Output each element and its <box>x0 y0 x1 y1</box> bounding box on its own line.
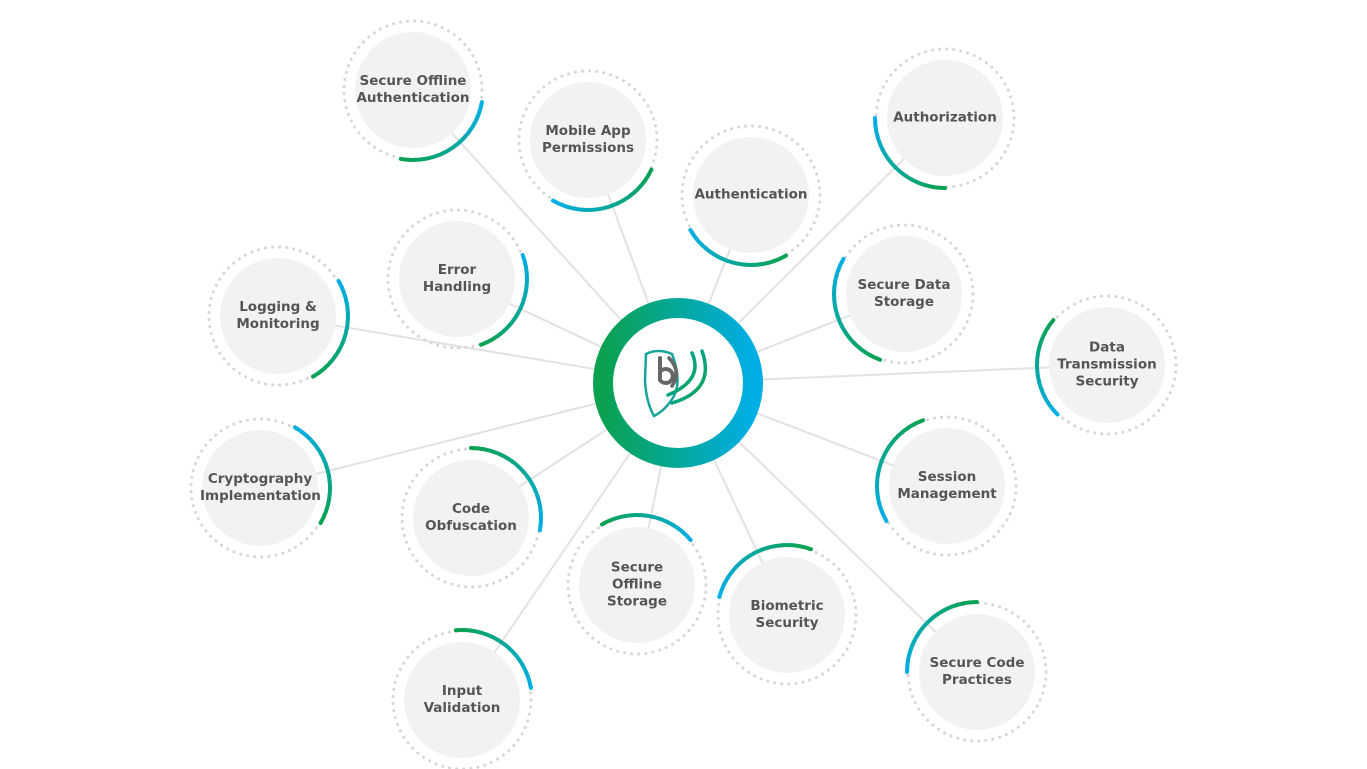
node-circle <box>355 32 471 148</box>
node-label: Authorization <box>893 109 997 126</box>
node-circle <box>889 428 1005 544</box>
topic-node <box>207 245 350 387</box>
dotted-ring <box>680 124 822 266</box>
topic-node <box>873 47 1016 190</box>
topic-node <box>1035 294 1178 436</box>
dotted-ring <box>906 601 1048 743</box>
dotted-ring <box>1036 294 1178 436</box>
topic-node <box>517 69 659 212</box>
node-label: Mobile App Permissions <box>541 123 635 156</box>
node-label: Secure Data Storage <box>857 277 951 310</box>
topic-node <box>832 223 975 365</box>
node-circle <box>1049 307 1165 423</box>
dotted-ring <box>874 47 1016 189</box>
topic-node <box>680 124 822 267</box>
topic-node <box>566 513 708 656</box>
progress-arc <box>717 543 813 599</box>
node-label: Authentication <box>694 186 808 203</box>
node-circle <box>846 236 962 352</box>
topic-node <box>905 600 1048 743</box>
progress-arc <box>600 513 693 543</box>
node-circle <box>413 460 529 576</box>
dotted-ring <box>876 415 1018 557</box>
center-hub <box>593 298 763 468</box>
topic-node <box>400 446 543 589</box>
progress-arc <box>875 418 926 523</box>
topic-node <box>189 417 332 559</box>
node-circle <box>220 258 336 374</box>
node-label: Error Handling <box>422 262 492 295</box>
dotted-ring <box>391 629 533 769</box>
node-label: Cryptography Implementation <box>200 471 321 504</box>
node-label: Data Transmission Security <box>1057 339 1157 390</box>
node-label: Logging & Monitoring <box>236 299 320 332</box>
progress-arc <box>832 257 883 362</box>
node-circle <box>202 430 318 546</box>
node-label: Input Validation <box>423 683 501 716</box>
topic-node <box>716 543 858 686</box>
node-circle <box>579 527 695 643</box>
topic-node <box>875 415 1018 557</box>
progress-arc <box>293 425 332 525</box>
progress-arc <box>398 100 484 162</box>
node-label: Biometric Security <box>750 598 824 631</box>
node-label: Secure Code Practices <box>929 655 1025 688</box>
dotted-ring <box>342 19 484 161</box>
node-circle <box>887 60 1003 176</box>
progress-arc <box>311 279 350 379</box>
progress-arc <box>873 116 947 190</box>
progress-arc <box>469 446 543 533</box>
node-circle <box>530 82 646 198</box>
progress-arc <box>1035 318 1060 417</box>
dotted-ring <box>833 223 975 365</box>
dotted-ring <box>517 69 659 211</box>
topic-node <box>391 628 533 769</box>
node-label: Secure Offline Authentication <box>356 73 470 106</box>
node-label: Session Management <box>897 469 997 502</box>
dotted-ring <box>716 544 858 686</box>
node-circle <box>729 557 845 673</box>
progress-arc <box>453 628 533 690</box>
node-label: Code Obfuscation <box>425 501 517 534</box>
node-circle <box>693 137 809 253</box>
progress-arc <box>478 253 529 347</box>
node-circle <box>399 221 515 337</box>
node-circle <box>404 642 520 758</box>
topic-node <box>386 208 529 350</box>
dotted-ring <box>566 514 708 656</box>
node-circle <box>919 614 1035 730</box>
shield-b-logo-icon <box>643 349 708 418</box>
topic-node <box>342 19 484 162</box>
progress-arc <box>688 228 788 267</box>
progress-arc <box>905 600 979 674</box>
progress-arc <box>551 167 654 212</box>
node-label: Secure Offline Storage <box>606 559 668 610</box>
